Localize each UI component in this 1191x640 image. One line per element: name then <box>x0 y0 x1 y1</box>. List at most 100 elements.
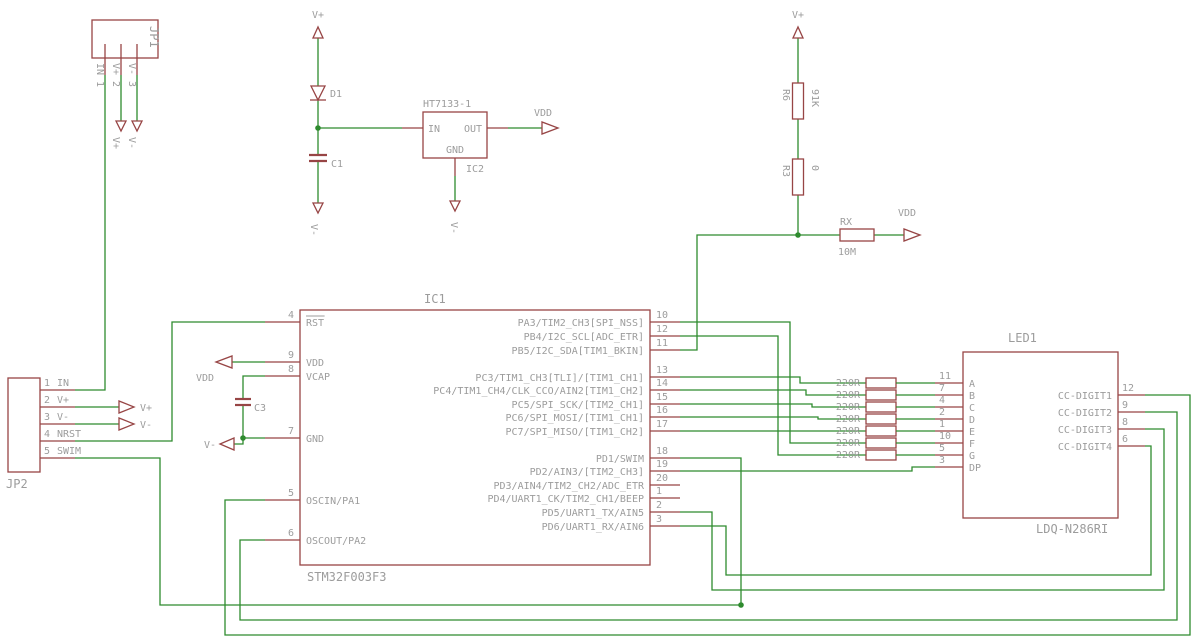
ic1-pin-number: 11 <box>656 338 668 349</box>
vplus-arrow-icon <box>114 120 128 133</box>
vplus-arrow-icon <box>118 400 136 414</box>
rx-resistor[interactable]: RX 10M <box>838 217 875 258</box>
segment-resistor[interactable] <box>865 413 897 425</box>
led1-pin-name: G <box>969 451 975 462</box>
net-wire[interactable] <box>242 375 265 399</box>
vdd-label: VDD <box>898 208 916 219</box>
net-wire-seg-b[interactable] <box>680 389 866 396</box>
r3-resistor[interactable]: R3 0 <box>780 158 820 196</box>
ic1-pin-name: VDD <box>306 358 324 369</box>
vplus-supply-right[interactable]: V+ <box>792 10 804 39</box>
jp1-connector[interactable]: JP1 IN 1 V+ 2 V- 3 <box>91 19 161 87</box>
net-wire-seg-d[interactable] <box>680 416 866 420</box>
ic1-pin-number: 8 <box>288 364 294 375</box>
net-wire-seg-a[interactable] <box>680 376 866 384</box>
ic1-pin-name: GND <box>306 434 324 445</box>
ic1-pin-number: 6 <box>288 528 294 539</box>
segment-resistor[interactable] <box>865 425 897 437</box>
ic1-pin-name: PB5/I2C_SDA[TIM1_BKIN] <box>512 346 644 357</box>
ic2-regulator[interactable]: HT7133-1 IN OUT GND IC2 <box>402 99 508 176</box>
ic1-pin-name: PC7/SPI_MISO/[TIM1_CH2] <box>506 427 644 438</box>
jp2-pin-number: 4 <box>44 429 50 440</box>
ic1-pin-name: PB4/I2C_SCL[ADC_ETR] <box>524 332 644 343</box>
jp2-pin-name: SWIM <box>57 446 81 457</box>
c3-capacitor[interactable]: C3 <box>235 397 266 414</box>
vminus-supply-c3[interactable]: V- <box>204 437 235 451</box>
net-wire-digit2[interactable] <box>239 411 1178 621</box>
rx-value: 10M <box>838 247 856 258</box>
net-wire-digit1[interactable] <box>224 394 1191 636</box>
led1-pin-name: F <box>969 439 975 450</box>
jp2-pin-name: IN <box>57 378 69 389</box>
led1-display[interactable]: LED1 LDQ-N286RI <box>962 331 1119 536</box>
net-wire-digit3[interactable] <box>680 428 1165 591</box>
led1-pin-number: 12 <box>1122 383 1134 394</box>
net-wire-digit4[interactable] <box>680 445 1152 576</box>
jp2-connector[interactable]: JP2 <box>6 377 41 491</box>
vplus-supply-mid[interactable]: V+ <box>312 10 324 39</box>
ic1-pin-number: 19 <box>656 459 668 470</box>
ic1-pin-number: 15 <box>656 392 668 403</box>
vminus-supply-c1[interactable]: V- <box>308 202 325 236</box>
vminus-label: V- <box>126 137 137 149</box>
rx-body[interactable] <box>839 228 875 242</box>
net-wire-seg-g[interactable] <box>680 335 866 456</box>
ic1-pin-name: RST <box>306 318 324 329</box>
led1-pin-number: 5 <box>939 443 945 454</box>
r3-body[interactable] <box>791 158 805 196</box>
ic1-pin-name: PD1/SWIM <box>596 454 644 465</box>
vminus-label: V- <box>140 420 152 431</box>
segment-resistor[interactable] <box>865 389 897 401</box>
led1-pin-name: B <box>969 391 975 402</box>
segment-resistor[interactable] <box>865 449 897 461</box>
net-wire-in[interactable] <box>75 75 106 391</box>
segment-resistor[interactable] <box>865 377 897 389</box>
ic1-pin-name: PC4/TIM1_CH4/CLK_CCO/AIN2[TIM1_CH2] <box>433 386 644 397</box>
jp2-pin-number: 2 <box>44 395 50 406</box>
vplus-label: V+ <box>140 403 152 414</box>
jp1-supply-arrows[interactable]: V+ V- <box>110 120 144 149</box>
led1-pin-number: 3 <box>939 455 945 466</box>
d1-diode[interactable]: D1 <box>309 85 342 102</box>
vdd-supply-ic1[interactable]: VDD <box>196 355 233 384</box>
r6-name: R6 <box>780 89 791 101</box>
c1-capacitor[interactable]: C1 <box>309 153 343 170</box>
junction-dot <box>795 232 801 238</box>
r3-name: R3 <box>780 165 791 177</box>
segment-resistor-value: 220R <box>836 438 861 449</box>
ic1-pin-name: PD5/UART1_TX/AIN5 <box>542 508 644 519</box>
ic1-name: IC1 <box>424 292 446 306</box>
net-wire[interactable] <box>234 405 244 445</box>
net-wire-rx[interactable] <box>680 234 798 351</box>
jp1-name: JP1 <box>147 26 161 48</box>
vdd-supply-regulator-out[interactable]: VDD <box>534 108 560 135</box>
vdd-supply-rx[interactable]: VDD <box>898 208 922 242</box>
r6-body[interactable] <box>791 82 805 120</box>
segment-resistor[interactable] <box>865 401 897 413</box>
vminus-supply-ic2-gnd[interactable]: V- <box>448 200 462 234</box>
led1-pin-number: 10 <box>939 431 951 442</box>
vplus-label: V+ <box>110 137 121 149</box>
net-wire-seg-f[interactable] <box>680 321 866 444</box>
jp2-pin-number: 1 <box>44 378 50 389</box>
net-wire-nrst[interactable] <box>75 321 265 442</box>
r6-value: 91K <box>809 89 820 107</box>
jp1-pin-label: IN 1 <box>94 63 105 87</box>
jp2-supply-arrows[interactable]: V+ V- <box>118 400 152 431</box>
jp2-pin-number: 5 <box>44 446 50 457</box>
led1-body[interactable] <box>962 351 1119 519</box>
jp2-pin-name: NRST <box>57 429 81 440</box>
r6-resistor[interactable]: R6 91K <box>780 82 820 120</box>
led1-pin-number: 11 <box>939 371 951 382</box>
jp2-body[interactable] <box>7 377 41 473</box>
junction-dot <box>315 125 321 131</box>
jp1-body[interactable] <box>91 19 159 59</box>
net-wire-swim[interactable] <box>75 457 742 606</box>
net-wire-seg-dp[interactable] <box>680 466 935 472</box>
segment-resistor[interactable] <box>865 437 897 449</box>
ic1-pin-number: 7 <box>288 426 294 437</box>
net-wire-seg-c[interactable] <box>680 403 866 408</box>
led1-name: LED1 <box>1008 331 1037 345</box>
jp1-pin-label: V+ 2 <box>110 63 121 87</box>
jp2-pin-name: V+ <box>57 395 69 406</box>
